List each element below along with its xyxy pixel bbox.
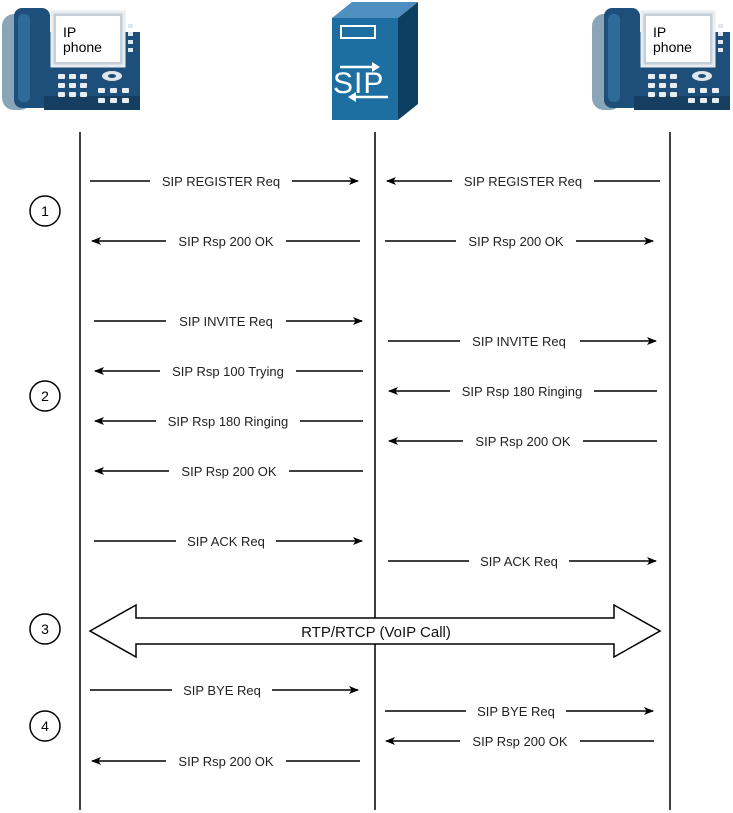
step-label: 1 — [41, 203, 49, 219]
message-label: SIP Rsp 200 OK — [178, 234, 273, 249]
message-180ringing-server: SIP Rsp 180 Ringing — [388, 382, 657, 400]
message-180ringing-left: SIP Rsp 180 Ringing — [94, 412, 363, 430]
message-label: SIP Rsp 200 OK — [181, 464, 276, 479]
message-label: SIP Rsp 100 Trying — [172, 364, 284, 379]
message-bye-right: SIP BYE Req — [385, 702, 654, 720]
message-ack-left: SIP ACK Req — [94, 532, 363, 550]
message-label: SIP BYE Req — [477, 704, 555, 719]
message-100trying-left: SIP Rsp 100 Trying — [94, 362, 363, 380]
double-arrow-icon — [88, 603, 662, 659]
left-phone-label-line2: phone — [63, 39, 102, 55]
message-200ok-server: SIP Rsp 200 OK — [388, 432, 657, 450]
rtp-label: RTP/RTCP (VoIP Call) — [301, 624, 451, 641]
left-phone-label-line1: IP — [63, 24, 76, 40]
right-ip-phone: IP phone — [590, 6, 730, 112]
message-label: SIP Rsp 200 OK — [472, 734, 567, 749]
message-register-right: SIP REGISTER Req — [386, 172, 660, 190]
left-ip-phone: IP phone — [0, 6, 140, 112]
message-200ok-bye-left: SIP Rsp 200 OK — [91, 752, 360, 770]
sip-server-label: SIP — [333, 67, 384, 100]
message-arrows: SIP REGISTER Req SIP REGISTER Req SIP Rs… — [90, 172, 660, 770]
step-marker-2: 2 — [29, 380, 61, 412]
message-label: SIP Rsp 180 Ringing — [168, 414, 288, 429]
right-phone-label-line2: phone — [653, 39, 692, 55]
message-label: SIP Rsp 200 OK — [178, 754, 273, 769]
sip-server-icon — [332, 2, 418, 120]
message-register-left: SIP REGISTER Req — [90, 172, 359, 190]
message-ack-right: SIP ACK Req — [388, 552, 657, 570]
message-bye-left: SIP BYE Req — [90, 681, 359, 699]
message-label: SIP REGISTER Req — [464, 174, 582, 189]
step-marker-4: 4 — [29, 710, 61, 742]
message-label: SIP ACK Req — [480, 554, 558, 569]
step-marker-1: 1 — [29, 195, 61, 227]
step-marker-3: 3 — [29, 613, 61, 645]
message-label: SIP BYE Req — [183, 683, 261, 698]
message-invite-left: SIP INVITE Req — [94, 312, 363, 330]
message-invite-right: SIP INVITE Req — [388, 332, 657, 350]
rtp-media-stream: RTP/RTCP (VoIP Call) — [88, 603, 662, 659]
message-label: SIP INVITE Req — [179, 314, 273, 329]
message-200ok-register-left: SIP Rsp 200 OK — [91, 232, 360, 250]
message-200ok-register-right: SIP Rsp 200 OK — [385, 232, 654, 250]
message-200ok-left: SIP Rsp 200 OK — [94, 462, 363, 480]
message-label: SIP ACK Req — [187, 534, 265, 549]
message-200ok-bye-server: SIP Rsp 200 OK — [385, 732, 654, 750]
message-label: SIP Rsp 200 OK — [468, 234, 563, 249]
sip-server: SIP — [332, 2, 418, 120]
step-label: 4 — [41, 718, 49, 734]
message-label: SIP INVITE Req — [472, 334, 566, 349]
right-phone-label-line1: IP — [653, 24, 666, 40]
message-label: SIP Rsp 180 Ringing — [462, 384, 582, 399]
step-label: 2 — [41, 388, 49, 404]
message-label: SIP Rsp 200 OK — [475, 434, 570, 449]
message-label: SIP REGISTER Req — [162, 174, 280, 189]
step-label: 3 — [41, 621, 49, 637]
